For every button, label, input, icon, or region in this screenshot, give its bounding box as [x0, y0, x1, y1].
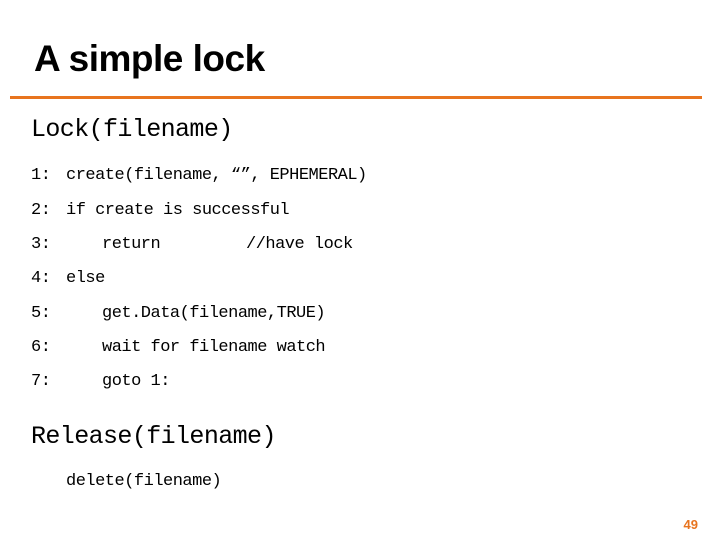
slide-title: A simple lock: [34, 38, 265, 79]
line-number-4: 4:: [31, 269, 51, 288]
code-line-2: if create is successful: [66, 201, 290, 220]
line-number-3: 3:: [31, 235, 51, 254]
line-number-7: 7:: [31, 372, 51, 391]
code-line-1: create(filename, “”, EPHEMERAL): [66, 166, 367, 185]
line-number-1: 1:: [31, 166, 51, 185]
page-number: 49: [683, 517, 698, 532]
line-number-5: 5:: [31, 304, 51, 323]
release-code-line: delete(filename): [66, 472, 222, 491]
line-number-2: 2:: [31, 201, 51, 220]
title-divider: [10, 96, 702, 99]
code-comment-3: //have lock: [246, 235, 353, 254]
code-line-6: wait for filename watch: [102, 338, 326, 357]
lock-heading: Lock(filename): [31, 115, 233, 144]
code-line-3: return: [102, 235, 161, 254]
code-line-5: get.Data(filename,TRUE): [102, 304, 326, 323]
code-line-7: goto 1:: [102, 372, 170, 391]
line-number-6: 6:: [31, 338, 51, 357]
release-heading: Release(filename): [31, 422, 276, 451]
code-line-4: else: [66, 269, 105, 288]
